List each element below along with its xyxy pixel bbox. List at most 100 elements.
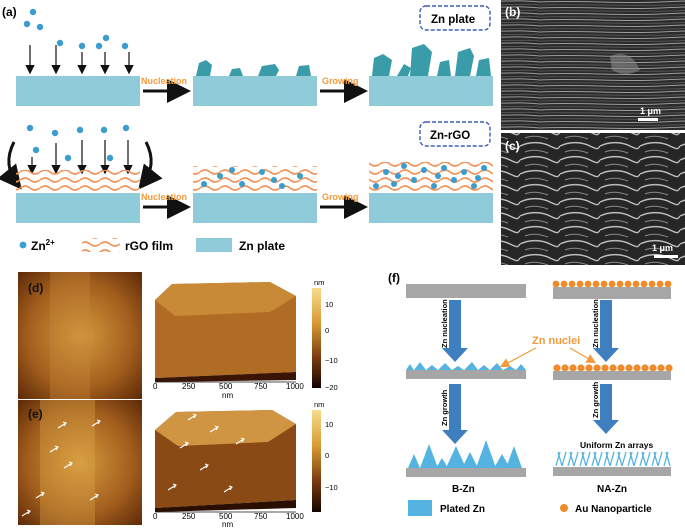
colorbar-d-0: 0 <box>325 326 329 335</box>
bzn-plate-top <box>406 284 526 298</box>
row2-nuclei-dots <box>201 167 303 189</box>
panel-a-label: (a) <box>2 5 17 19</box>
row2-ions <box>26 124 130 162</box>
afm-2d-d <box>18 272 142 399</box>
nazn-plate-bottom <box>553 467 671 476</box>
colorbar-d-m10: −10 <box>325 356 338 365</box>
legend-au-label: Au Nanoparticle <box>575 504 652 515</box>
legend-ion-swatch <box>19 241 27 249</box>
bzn-nucleation-label: Zn nucleation <box>440 299 449 348</box>
tag-zn-rgo-text: Zn-rGO <box>430 130 470 142</box>
nazn-growth-arrow: Zn growth <box>591 381 619 434</box>
afm-3d-e-arrows <box>167 413 245 493</box>
rgo-film-1 <box>16 170 140 192</box>
row2-grown-dots <box>373 163 487 189</box>
bzn-growth-arrow: Zn growth <box>440 384 468 444</box>
legend-rgo-label: rGO film <box>125 239 173 253</box>
curved-arrow-right <box>138 141 163 190</box>
tick-e-0: 0 <box>153 512 158 521</box>
nazn-growth-label: Zn growth <box>591 381 600 418</box>
nucleation-label-1: Nucleation <box>141 76 187 86</box>
afm-3d-d <box>155 282 296 383</box>
nazn-nucleation-label: Zn nucleation <box>591 299 600 348</box>
growing-label-1: Growing <box>322 76 359 86</box>
legend-au-swatch <box>560 504 568 512</box>
colorbar-d-labels: nm 10 0 −10 −20 <box>314 278 338 392</box>
scale-bar-b <box>638 118 658 121</box>
colorbar-e-unit: nm <box>314 400 324 409</box>
panel-e-label: (e) <box>28 407 43 421</box>
zn-nuclei-label: Zn nuclei <box>532 335 580 347</box>
legend-plated-zn-swatch <box>408 500 432 516</box>
row2-drop-arrows <box>27 140 133 175</box>
bzn-label: B-Zn <box>452 484 475 495</box>
legend-ion-label: Zn2+ <box>31 238 55 253</box>
panel-c: (c) 1 μm <box>501 133 685 265</box>
panel-c-label: (c) <box>505 139 520 153</box>
legend-plate-label: Zn plate <box>239 239 285 253</box>
tag-zn-plate-text: Zn plate <box>431 14 475 26</box>
tag-zn-plate: Zn plate <box>419 5 491 31</box>
zn-plate-1 <box>16 76 140 106</box>
colorbar-e <box>312 410 321 512</box>
nazn-au-mid <box>553 364 673 372</box>
panel-d-label: (d) <box>28 281 43 295</box>
rgo-film-2 <box>193 166 317 192</box>
colorbar-e-labels: nm 10 0 −10 <box>314 400 338 492</box>
bzn-dendrites <box>408 440 522 468</box>
tick-e-750: 750 <box>254 512 268 521</box>
scale-label-c: 1 μm <box>652 243 673 253</box>
growing-label-2: Growing <box>322 192 359 202</box>
legend-plated-zn-label: Plated Zn <box>440 504 485 515</box>
colorbar-e-m10: −10 <box>325 483 338 492</box>
afm-2d-e-arrows <box>21 419 101 517</box>
bzn-nuclei <box>406 362 526 379</box>
tick-d-500: 500 <box>219 382 233 391</box>
panel-b-label: (b) <box>505 5 520 19</box>
tick-d-250: 250 <box>182 382 196 391</box>
tick-d-750: 750 <box>254 382 268 391</box>
tick-d-1000: 1000 <box>286 382 304 391</box>
panel-f: (f) Zn nucleation Zn growth B- <box>388 271 673 516</box>
colorbar-d-10: 10 <box>325 300 333 309</box>
nazn-au-top <box>552 280 672 288</box>
colorbar-d-unit: nm <box>314 278 324 287</box>
row2-nucleation-arrow: Nucleation <box>141 192 191 219</box>
row1-drop-arrows <box>25 45 134 75</box>
zn-plate-6 <box>369 193 493 223</box>
zn-plate-2 <box>193 76 317 106</box>
colorbar-e-10: 10 <box>325 420 333 429</box>
colorbar-d <box>312 288 321 388</box>
panel-f-label: (f) <box>388 271 400 285</box>
nazn-label: NA-Zn <box>597 484 627 495</box>
panel-b: (b) 1 μm <box>501 0 685 130</box>
nazn-uniform-arrays <box>555 451 671 467</box>
legend-rgo-swatch <box>82 238 120 252</box>
bzn-plate-bottom <box>406 468 526 477</box>
scale-bar-c <box>654 255 678 258</box>
tick-e-500: 500 <box>219 512 233 521</box>
row1-nuclei <box>196 60 311 76</box>
legend-plate-swatch <box>196 238 232 252</box>
sem-image-c <box>501 133 685 265</box>
tick-e-250: 250 <box>182 512 196 521</box>
afm-d-xaxis: 0 250 500 750 1000 nm <box>153 382 304 400</box>
curved-arrow-left <box>0 141 22 190</box>
bzn-growth-label: Zn growth <box>440 389 449 426</box>
row1-growing-arrow: Growing <box>320 76 368 103</box>
panel-a-legend: Zn2+ rGO film Zn plate <box>19 238 285 253</box>
afm-e-xaxis: 0 250 500 750 1000 nm <box>153 512 304 528</box>
colorbar-d-m20: −20 <box>325 383 338 392</box>
zn-plate-5 <box>193 193 317 223</box>
xlabel-d: nm <box>222 391 233 400</box>
nazn-plate-mid <box>553 371 671 380</box>
colorbar-e-0: 0 <box>325 451 329 460</box>
tick-d-0: 0 <box>153 382 158 391</box>
panel-a: (a) Nucleation <box>0 5 493 253</box>
panel-e: (e) 0 250 500 <box>18 400 338 528</box>
panel-d: (d) 0 250 500 750 1000 nm nm 10 0 −10 −2… <box>18 272 338 400</box>
bzn-nucleation-arrow: Zn nucleation <box>440 299 468 362</box>
tick-e-1000: 1000 <box>286 512 304 521</box>
xlabel-e: nm <box>222 520 233 528</box>
nazn-nucleation-arrow: Zn nucleation <box>591 299 619 362</box>
